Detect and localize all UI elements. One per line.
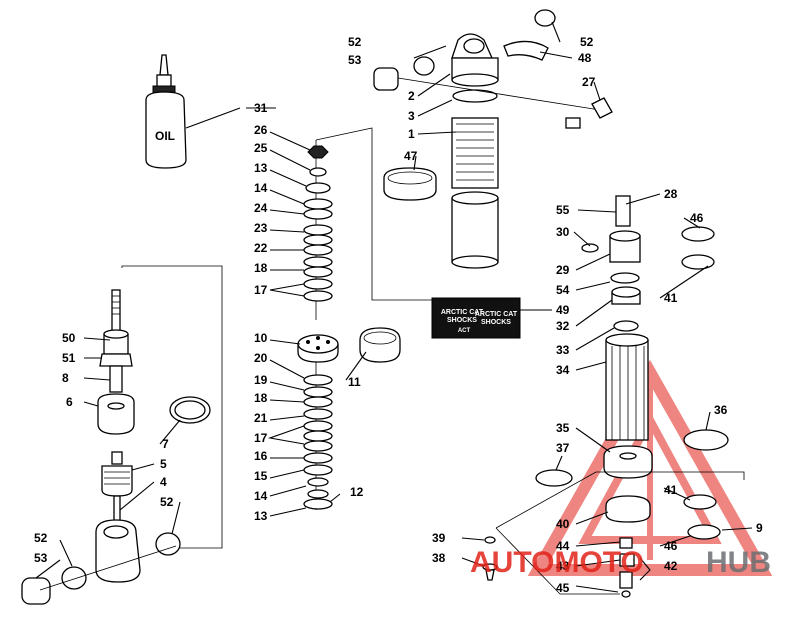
- callout-52-top-left: 52: [348, 35, 362, 49]
- callout-14a: 14: [254, 181, 268, 195]
- callout-47: 47: [404, 149, 418, 163]
- callout-27: 27: [582, 75, 596, 89]
- callout-7: 7: [162, 437, 169, 451]
- callout-52-bottom-left: 52: [34, 531, 48, 545]
- callout-12: 12: [350, 485, 364, 499]
- callout-54: 54: [556, 283, 570, 297]
- callout-45: 45: [556, 581, 570, 595]
- valve-stack-top: [303, 140, 333, 320]
- callout-17b: 17: [254, 431, 268, 445]
- callout-3: 3: [408, 109, 415, 123]
- callout-48: 48: [578, 51, 592, 65]
- callout-8: 8: [62, 371, 69, 385]
- upper-eye-mount: [451, 33, 499, 103]
- callout-2: 2: [408, 89, 415, 103]
- callout-15: 15: [254, 469, 268, 483]
- callout-5: 5: [160, 457, 167, 471]
- callout-18b: 18: [254, 391, 268, 405]
- callout-55: 55: [556, 203, 570, 217]
- act-decal: ARCTIC CAT SHOCKS ARCTIC CAT SHOCKS ACT: [431, 297, 521, 339]
- badge-line3: ACT: [458, 328, 471, 334]
- callout-17a: 17: [254, 283, 268, 297]
- callout-20: 20: [254, 351, 268, 365]
- callout-24: 24: [254, 201, 268, 215]
- callout-21: 21: [254, 411, 268, 425]
- callout-9: 9: [756, 521, 763, 535]
- callout-25: 25: [254, 141, 268, 155]
- piston-ring: [359, 327, 401, 363]
- callout-39: 39: [432, 531, 446, 545]
- badge-line1: ARCTIC CAT: [441, 309, 484, 316]
- callout-4: 4: [160, 475, 167, 489]
- callout-49: 49: [556, 303, 570, 317]
- lower-eye-mount: [21, 519, 181, 605]
- valve-stack-bottom: [303, 362, 333, 510]
- callout-22: 22: [254, 241, 268, 255]
- callout-53-bottom: 53: [34, 551, 48, 565]
- callout-50: 50: [62, 331, 76, 345]
- oil-label: OIL: [155, 129, 175, 143]
- callout-10: 10: [254, 331, 268, 345]
- callout-26: 26: [254, 123, 268, 137]
- callout-44: 44: [556, 539, 570, 553]
- reservoir-hose: [528, 97, 628, 211]
- callout-28: 28: [664, 187, 678, 201]
- callout-52-bottom-right: 52: [160, 495, 174, 509]
- badge-line2b: SHOCKS: [481, 319, 511, 326]
- callout-11: 11: [348, 375, 361, 389]
- callout-31: 31: [254, 101, 268, 115]
- leader-lines: [35, 21, 753, 593]
- callout-43: 43: [556, 559, 570, 573]
- oil-bottle: OIL: [145, 54, 241, 169]
- callout-19: 19: [254, 373, 268, 387]
- callout-52-top-right: 52: [580, 35, 594, 49]
- callout-53-top: 53: [348, 53, 362, 67]
- callout-42: 42: [664, 559, 678, 573]
- callout-1: 1: [408, 127, 415, 141]
- callout-38: 38: [432, 551, 446, 565]
- callout-32: 32: [556, 319, 570, 333]
- callout-13a: 13: [254, 161, 268, 175]
- shaft-assembly: [97, 289, 211, 527]
- callout-34: 34: [556, 363, 570, 377]
- callout-33: 33: [556, 343, 570, 357]
- watermark-part1: AUTOMOTO: [470, 546, 644, 579]
- shock-body: [383, 117, 499, 269]
- watermark-part2: HUB: [706, 546, 771, 579]
- badge-line2: SHOCKS: [447, 317, 477, 324]
- callout-13b: 13: [254, 509, 268, 523]
- reservoir-assembly: [482, 195, 745, 598]
- callout-40: 40: [556, 517, 570, 531]
- callout-35: 35: [556, 421, 570, 435]
- callout-36: 36: [714, 403, 728, 417]
- callout-46b: 46: [664, 539, 678, 553]
- callout-labels: 31 26 25 13 14 24 23 22 18 17 10 20 19 1…: [34, 35, 763, 595]
- bushings-top: [373, 9, 601, 111]
- callout-14b: 14: [254, 489, 268, 503]
- callout-41b: 41: [664, 483, 678, 497]
- callout-16: 16: [254, 449, 268, 463]
- callout-46a: 46: [690, 211, 704, 225]
- callout-41a: 41: [664, 291, 678, 305]
- watermark-text: AUTOMOTO HUB: [470, 546, 771, 579]
- callout-37: 37: [556, 441, 570, 455]
- callout-30: 30: [556, 225, 570, 239]
- callout-29: 29: [556, 263, 570, 277]
- callout-23: 23: [254, 221, 268, 235]
- badge-line1b: ARCTIC CAT: [475, 311, 518, 318]
- callout-18a: 18: [254, 261, 268, 275]
- piston: [297, 334, 339, 363]
- callout-51: 51: [62, 351, 76, 365]
- callout-6: 6: [66, 395, 73, 409]
